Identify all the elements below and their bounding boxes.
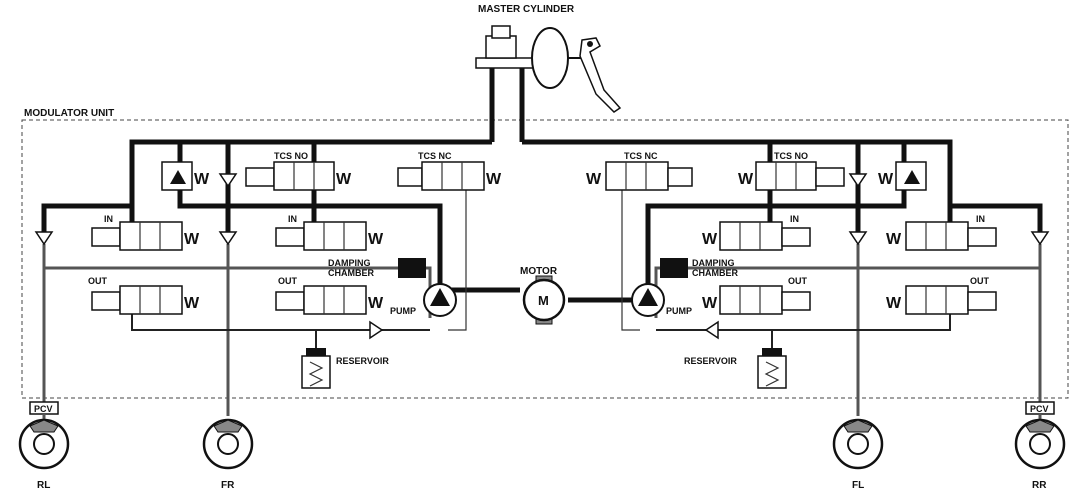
svg-text:W: W — [878, 171, 894, 188]
svg-text:W: W — [702, 231, 718, 248]
svg-text:PCV: PCV — [1030, 404, 1049, 414]
out-label-2: OUT — [278, 276, 298, 286]
damping-chamber-label-right-2: CHAMBER — [692, 268, 738, 278]
tcs-nc-label-right: TCS NC — [624, 151, 658, 161]
svg-text:PCV: PCV — [34, 404, 53, 414]
in-label-2: IN — [288, 214, 297, 224]
damping-chamber-label-right-1: DAMPING — [692, 258, 735, 268]
pcv-left: PCV — [29, 401, 59, 415]
check-valve-return-left — [369, 320, 384, 340]
svg-text:M: M — [538, 293, 549, 308]
master-cylinder-label: MASTER CYLINDER — [478, 4, 575, 15]
relief-valve-right — [895, 161, 927, 191]
wheel-rl — [18, 418, 70, 470]
svg-text:W: W — [194, 171, 210, 188]
pcv-right: PCV — [1025, 401, 1055, 415]
svg-text:W: W — [368, 295, 384, 312]
out-label-4: OUT — [970, 276, 990, 286]
check-valve-rl — [34, 231, 54, 246]
motor: M — [522, 275, 566, 325]
wheel-label-rl: RL — [37, 480, 50, 491]
in-valve-rr — [905, 221, 997, 251]
check-valve-tcs-right — [848, 173, 868, 188]
damping-chamber-label-left-2: CHAMBER — [328, 268, 374, 278]
tcs-nc-valve-left — [397, 161, 485, 191]
svg-text:W: W — [368, 231, 384, 248]
reservoir-left — [301, 348, 331, 389]
check-valve-rr — [1030, 231, 1050, 246]
wheel-fl — [832, 418, 884, 470]
in-label-4: IN — [976, 214, 985, 224]
check-valve-tcs-left — [218, 173, 238, 188]
damping-chamber-label-left-1: DAMPING — [328, 258, 371, 268]
svg-text:W: W — [586, 171, 602, 188]
motor-label: MOTOR — [520, 266, 558, 277]
relief-valve-left — [161, 161, 193, 191]
wheel-fr — [202, 418, 254, 470]
svg-text:W: W — [184, 231, 200, 248]
reservoir-label-left: RESERVOIR — [336, 356, 389, 366]
in-valve-rl — [91, 221, 183, 251]
in-valve-fl — [719, 221, 811, 251]
tcs-no-label-left: TCS NO — [274, 151, 308, 161]
tcs-nc-label-left: TCS NC — [418, 151, 452, 161]
reservoir-label-right: RESERVOIR — [684, 356, 737, 366]
modulator-unit-label: MODULATOR UNIT — [24, 108, 114, 119]
out-label-1: OUT — [88, 276, 108, 286]
master-cylinder — [475, 25, 622, 113]
tcs-no-label-right: TCS NO — [774, 151, 808, 161]
tcs-nc-valve-right — [605, 161, 693, 191]
wheel-rr — [1014, 418, 1066, 470]
out-label-3: OUT — [788, 276, 808, 286]
out-valve-rr — [905, 285, 997, 315]
svg-text:W: W — [886, 231, 902, 248]
out-valve-rl — [91, 285, 183, 315]
pump-label-left: PUMP — [390, 306, 416, 316]
svg-text:W: W — [184, 295, 200, 312]
in-valve-fr — [275, 221, 367, 251]
svg-text:W: W — [336, 171, 352, 188]
wheel-label-rr: RR — [1032, 480, 1047, 491]
reservoir-right — [757, 348, 787, 389]
damping-chamber-right — [660, 258, 688, 278]
in-label-1: IN — [104, 214, 113, 224]
check-valve-fr — [218, 231, 238, 246]
out-valve-fr — [275, 285, 367, 315]
pump-left — [423, 283, 457, 317]
spring-symbols: W W W W W W W W W W W W W W — [184, 171, 902, 312]
svg-text:W: W — [886, 295, 902, 312]
out-valve-fl — [719, 285, 811, 315]
svg-text:W: W — [738, 171, 754, 188]
wheel-label-fl: FL — [852, 480, 864, 491]
damping-chamber-left — [398, 258, 426, 278]
in-label-3: IN — [790, 214, 799, 224]
svg-text:W: W — [486, 171, 502, 188]
svg-text:W: W — [702, 295, 718, 312]
modulator-unit-boundary — [21, 119, 1069, 399]
wheel-label-fr: FR — [221, 480, 235, 491]
tcs-no-valve-left — [245, 161, 335, 191]
pump-right — [631, 283, 665, 317]
tcs-no-valve-right — [755, 161, 845, 191]
check-valve-fl — [848, 231, 868, 246]
check-valve-return-right — [704, 320, 719, 340]
pump-label-right: PUMP — [666, 306, 692, 316]
